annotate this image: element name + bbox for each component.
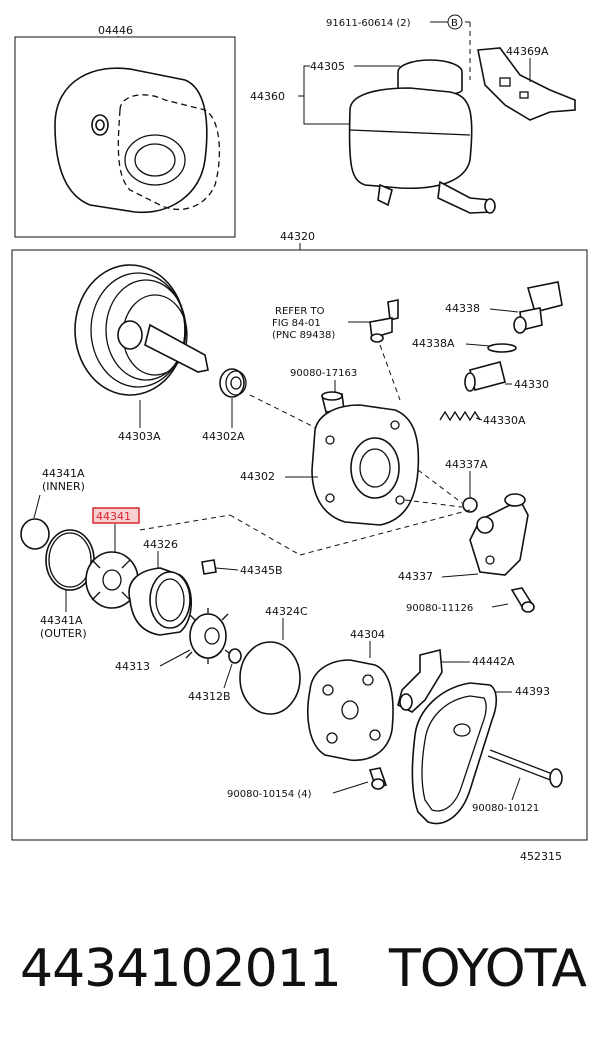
label-44341: 44341 — [96, 510, 131, 523]
highlight-box-44341 — [92, 507, 140, 524]
diagram-id: 452315 — [520, 850, 562, 863]
label-44302: 44302 — [240, 470, 275, 483]
label-44330a: 44330A — [483, 414, 526, 427]
label-44341a-outer-2: (OUTER) — [40, 627, 87, 640]
label-44341a-outer-1: 44341A — [40, 614, 83, 627]
bolt-90080-10121 — [487, 749, 563, 788]
label-90080-11126: 90080-11126 — [406, 603, 473, 614]
label-91611: 91611-60614 (2) — [326, 18, 411, 29]
rear-housing-44304 — [307, 659, 394, 761]
label-44313: 44313 — [115, 660, 150, 673]
flow-valve-cap-44338 — [513, 281, 563, 334]
label-44341a-inner-2: (INNER) — [42, 480, 85, 493]
mount-bracket-44393 — [411, 682, 498, 825]
label-04446: 04446 — [98, 24, 133, 37]
label-44303a: 44303A — [118, 430, 161, 443]
bolt-90080-10154 — [368, 767, 388, 790]
reservoir-bracket — [477, 47, 576, 121]
bracket-44442a — [397, 648, 443, 713]
label-44341a-inner-1: 44341A — [42, 467, 85, 480]
label-44337: 44337 — [398, 570, 433, 583]
brand-name: TOYOTA — [389, 939, 587, 999]
bolt-90080-11126 — [510, 587, 535, 613]
rotor-44313 — [185, 608, 233, 664]
label-90080-10121: 90080-10121 — [472, 803, 539, 814]
snap-ring-44312b — [228, 648, 242, 664]
label-44324c: 44324C — [265, 605, 308, 618]
oring-44341a-inner — [20, 518, 50, 550]
pump-housing-44302 — [311, 404, 420, 526]
gasket-kit-box — [14, 36, 236, 238]
label-44345b: 44345B — [240, 564, 283, 577]
label-44360: 44360 — [250, 90, 285, 103]
label-44337a: 44337A — [445, 458, 488, 471]
flow-control-valve-44330 — [464, 361, 506, 392]
badge-b: B — [451, 18, 458, 29]
pin-44345b — [201, 559, 217, 575]
label-44320: 44320 — [280, 230, 315, 243]
label-44326: 44326 — [143, 538, 178, 551]
pump-assembly-box — [11, 249, 588, 841]
label-44304: 44304 — [350, 628, 385, 641]
label-90080-17163: 90080-17163 — [290, 368, 357, 379]
refer-line-3: (PNC 89438) — [272, 330, 335, 341]
exploded-parts-diagram: 04446 91611-60614 (2) B 44369A 44305 443… — [11, 14, 588, 863]
spring-44330a — [439, 410, 481, 422]
label-44442a: 44442A — [472, 655, 515, 668]
pulley-44303a — [74, 264, 209, 396]
label-90080-10154: 90080-10154 (4) — [227, 789, 312, 800]
pressure-switch — [369, 299, 399, 343]
reservoir-tank — [348, 59, 496, 214]
union-fitting-44337 — [469, 493, 529, 576]
part-number: 4434102011 — [20, 939, 342, 999]
side-plate-44341 — [85, 551, 139, 609]
seal-44302a — [219, 368, 247, 398]
label-44338a: 44338A — [412, 337, 455, 350]
label-44312b: 44312B — [188, 690, 231, 703]
label-44305: 44305 — [310, 60, 345, 73]
cam-ring-44326 — [128, 567, 192, 636]
label-44393: 44393 — [515, 685, 550, 698]
oring-44324c — [239, 641, 301, 715]
refer-line-1: REFER TO — [275, 306, 325, 317]
footer: 4434102011 TOYOTA — [0, 935, 600, 1015]
refer-line-2: FIG 84-01 — [272, 318, 321, 329]
label-44330: 44330 — [514, 378, 549, 391]
label-44369a: 44369A — [506, 45, 549, 58]
gasket-kit-illustration — [54, 67, 221, 214]
oring-44337a — [462, 497, 478, 513]
label-44338: 44338 — [445, 302, 480, 315]
oring-44338a — [487, 343, 517, 353]
label-44302a: 44302A — [202, 430, 245, 443]
